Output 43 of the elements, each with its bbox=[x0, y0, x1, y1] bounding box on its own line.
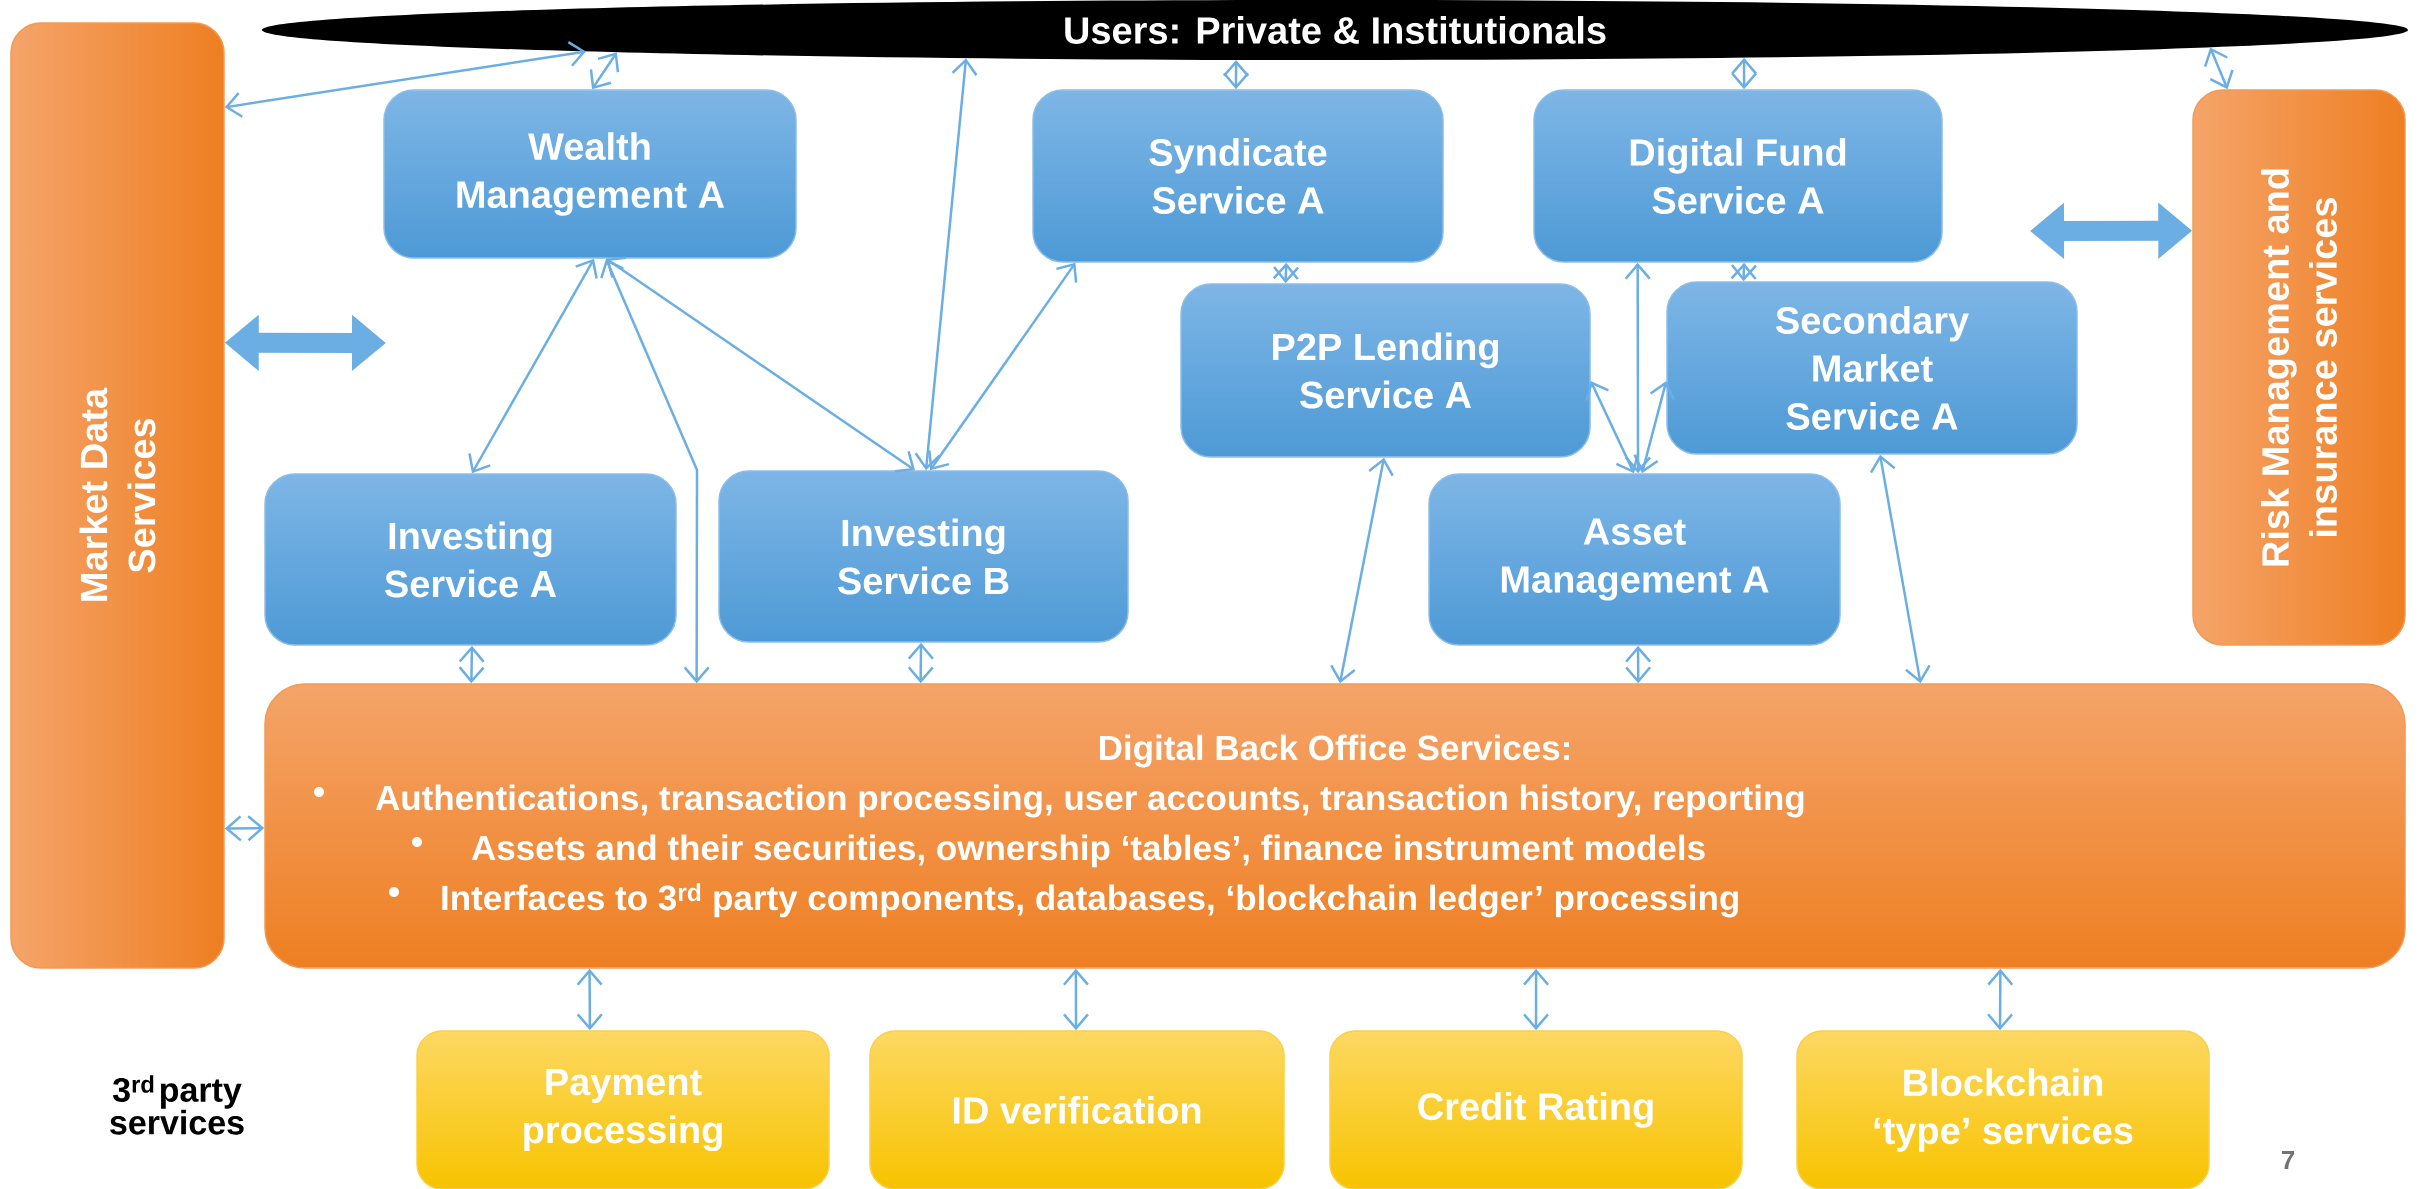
service-box: Digital Fund Service A bbox=[1533, 89, 1943, 263]
third-party-box: Payment processing bbox=[416, 1030, 830, 1189]
connector-arrow bbox=[224, 41, 586, 118]
connector-arrow bbox=[1625, 645, 1652, 684]
connector-arrow bbox=[224, 815, 265, 842]
service-box: Syndicate Service A bbox=[1032, 89, 1444, 263]
connector-arrow bbox=[1523, 968, 1550, 1031]
service-box: P2P Lending Service A bbox=[1180, 283, 1591, 458]
service-box: Asset Management A bbox=[1428, 473, 1841, 646]
connector-arrow bbox=[600, 258, 710, 684]
connector-arrow bbox=[606, 256, 915, 473]
connector-arrow bbox=[1987, 968, 2014, 1031]
connector-arrow bbox=[589, 52, 620, 90]
back-office-panel: Digital Back Office Services: Authentications, transaction processing, user accounts, transaction history, reporting Assets and their securities, ownership ‘tables’, finance instrument models Interfaces to 3$^{rd}$ party components, databases, ‘blockchain ledger’ processing bbox=[264, 683, 2406, 969]
connector-arrow bbox=[458, 645, 485, 684]
users-banner: Users: Private & Institutionals bbox=[262, 0, 2409, 60]
side-label: 3$^{rd}$ party services bbox=[110, 1075, 244, 1135]
connector-arrow bbox=[1062, 968, 1089, 1031]
connector-arrow bbox=[1633, 381, 1675, 474]
connector-arrow bbox=[1585, 381, 1640, 474]
connector-arrow bbox=[468, 258, 598, 474]
connector-arrow bbox=[576, 968, 603, 1031]
connector-arrow bbox=[907, 642, 934, 684]
connector-arrow bbox=[1223, 59, 1249, 90]
connector-arrow bbox=[2203, 47, 2234, 90]
third-party-box: Credit Rating bbox=[1329, 1030, 1743, 1189]
service-box: Wealth Management A bbox=[383, 89, 797, 259]
service-box: Investing Service A bbox=[264, 473, 677, 646]
connector-arrow bbox=[1869, 454, 1931, 684]
connector-arrow bbox=[928, 262, 1078, 471]
page-number: 7 bbox=[2281, 1151, 2295, 1169]
side-panel: Market Data Services bbox=[10, 22, 225, 969]
connector-arrow bbox=[1624, 262, 1651, 474]
connector-arrow bbox=[1272, 262, 1299, 284]
third-party-box: Blockchain ‘type’ services bbox=[1796, 1030, 2210, 1189]
connector-arrow bbox=[1731, 57, 1758, 90]
service-box: Investing Service B bbox=[718, 470, 1129, 643]
service-box: Secondary Market Service A bbox=[1666, 281, 2078, 455]
connector-arrow bbox=[1330, 457, 1394, 684]
connector-arrow bbox=[914, 58, 978, 471]
third-party-box: ID verification bbox=[869, 1030, 1285, 1189]
side-panel: Risk Management and insurance services bbox=[2192, 89, 2406, 646]
connector-arrow bbox=[1730, 262, 1757, 282]
